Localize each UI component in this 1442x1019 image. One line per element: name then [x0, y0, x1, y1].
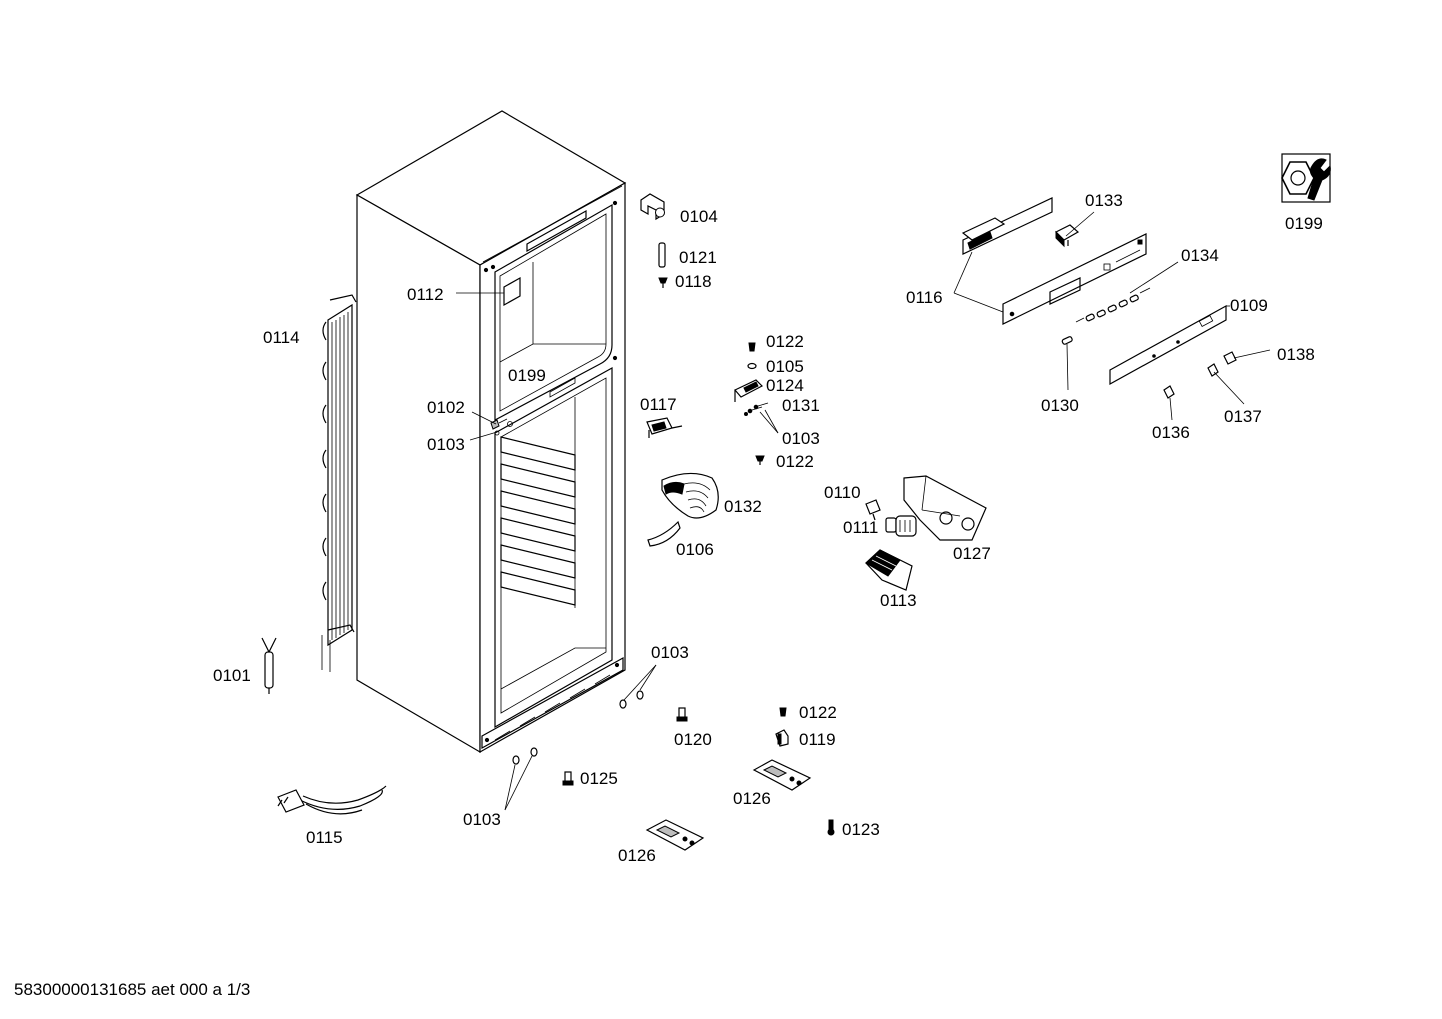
callout-0115: 0115 [306, 828, 343, 847]
part-0113-lamp-cover [865, 549, 913, 591]
part-0118-screw [658, 277, 668, 288]
callout-0120: 0120 [674, 730, 712, 749]
callout-0111: 0111 [843, 518, 878, 537]
callout-0134: 0134 [1181, 246, 1219, 265]
part-0122-screw-b [755, 455, 765, 465]
condenser-coil [321, 294, 357, 672]
callout-0103-base: 0103 [463, 810, 501, 829]
part-0115-power-cord [277, 785, 387, 815]
callout-0199-tools: 0199 [1285, 214, 1323, 233]
callout-0126-left: 0126 [618, 846, 656, 865]
part-0124-bracket [734, 379, 764, 402]
callout-0117: 0117 [640, 395, 677, 414]
callout-0126-right: 0126 [733, 789, 771, 808]
callout-0132: 0132 [724, 497, 762, 516]
callout-0122-middle: 0122 [776, 452, 814, 471]
part-0103-washer-b [636, 690, 644, 700]
part-0101-filter-drier [261, 637, 277, 694]
callout-0119: 0119 [799, 730, 836, 749]
part-0103-washer-a [619, 699, 627, 709]
callout-0130: 0130 [1041, 396, 1079, 415]
part-0120-foot-screw [676, 707, 688, 722]
callout-0137: 0137 [1224, 407, 1262, 426]
callout-0136: 0136 [1152, 423, 1190, 442]
part-0122-screw-c [779, 707, 787, 717]
callout-0112: 0112 [407, 285, 444, 304]
callout-0127: 0127 [953, 544, 991, 563]
callout-0109: 0109 [1230, 296, 1268, 315]
callout-0105: 0105 [766, 357, 804, 376]
leader-lines [456, 211, 1271, 811]
callout-0113: 0113 [880, 591, 917, 610]
part-0132-fan-cover [661, 472, 719, 519]
callout-0118: 0118 [675, 272, 712, 291]
callout-0103-sensor: 0103 [427, 435, 465, 454]
callout-0101: 0101 [213, 666, 251, 685]
part-0119-hinge-pin [775, 729, 789, 747]
callout-0110: 0110 [824, 483, 861, 502]
callout-0103-front: 0103 [651, 643, 689, 662]
refrigerator-cabinet [355, 110, 627, 754]
callout-0104: 0104 [680, 207, 718, 226]
part-0103-washer-d [530, 747, 538, 757]
part-0134-buttons [1075, 287, 1151, 323]
callout-0199-freezer: 0199 [508, 366, 546, 385]
part-0103-washer-c [512, 755, 520, 765]
part-0137-clip [1207, 363, 1219, 377]
part-0136-clip [1163, 385, 1175, 399]
part-0122-screw-a [748, 342, 756, 352]
callout-0122-upper: 0122 [766, 332, 804, 351]
callout-0131: 0131 [782, 396, 820, 415]
part-0126-hinge-plate-b [645, 819, 705, 851]
part-0117-thermostat [646, 417, 683, 438]
part-0110-lamp-holder [865, 499, 881, 521]
callout-0103-bracket: 0103 [782, 429, 820, 448]
callout-0133: 0133 [1085, 191, 1123, 210]
wrench-nut-icon [1281, 153, 1331, 203]
callout-0116: 0116 [906, 288, 943, 307]
part-0104-top-hinge [640, 193, 665, 221]
callout-0122-lower: 0122 [799, 703, 837, 722]
callout-0102: 0102 [427, 398, 465, 417]
part-0130-knob [1061, 336, 1073, 345]
part-0105-washer [747, 362, 757, 370]
part-0121-pin [658, 242, 666, 268]
part-0133-switch [1054, 224, 1080, 248]
part-0134-control-panel [1002, 233, 1147, 325]
part-0131-screws [744, 402, 769, 416]
callout-0138: 0138 [1277, 345, 1315, 364]
part-0109-cover-strip [1109, 304, 1227, 386]
callout-0121: 0121 [679, 248, 717, 267]
callout-0125: 0125 [580, 769, 618, 788]
part-0125-foot-screw [562, 771, 574, 786]
part-0123-screw [827, 819, 835, 836]
callout-0124: 0124 [766, 376, 804, 395]
part-0111-lamp [885, 515, 917, 537]
callout-0106: 0106 [676, 540, 714, 559]
callout-0114: 0114 [263, 328, 300, 347]
callout-0123: 0123 [842, 820, 880, 839]
part-0126-hinge-plate-a [752, 759, 812, 791]
door-shelves [500, 436, 576, 606]
part-0127-lamp-housing [903, 475, 987, 541]
document-code: 58300000131685 aet 000 a 1/3 [14, 980, 251, 999]
part-0116-control-bracket [961, 197, 1053, 255]
part-0106-duct [647, 520, 681, 547]
part-0138-clip [1223, 351, 1237, 365]
